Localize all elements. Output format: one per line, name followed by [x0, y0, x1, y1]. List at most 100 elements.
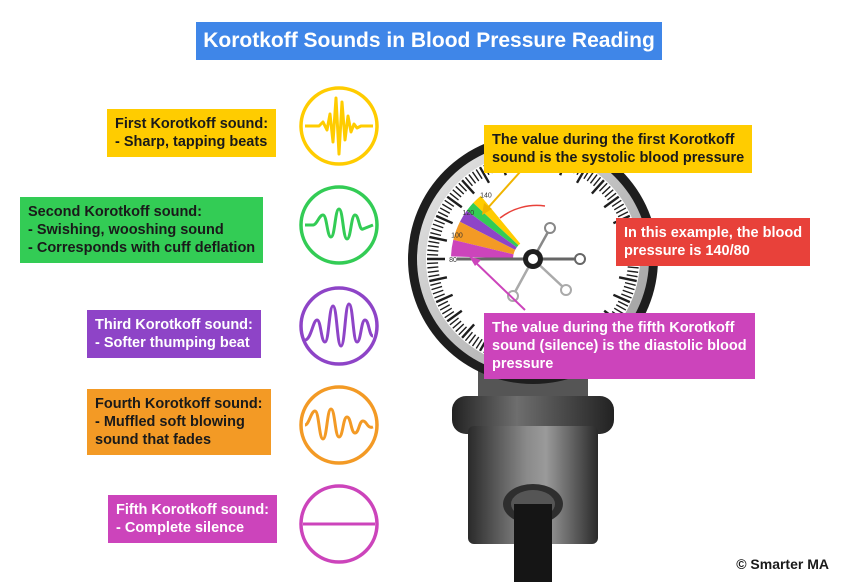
gauge-tick	[446, 309, 463, 323]
gauge-tick	[618, 276, 637, 283]
gauge-tick	[428, 274, 440, 278]
gauge-tick	[622, 289, 634, 295]
first-sound-label: First Korotkoff sound: - Sharp, tapping …	[107, 109, 277, 157]
gauge-tick	[455, 185, 465, 195]
gauge-tick-label: 140	[480, 192, 492, 199]
gauge-tick	[607, 192, 617, 201]
fourth-sound-waveform-icon	[299, 385, 379, 465]
gauge-tick	[427, 266, 439, 269]
gauge-tick	[432, 223, 444, 229]
third-sound-label: Third Korotkoff sound: - Softer thumping…	[87, 310, 261, 358]
gauge-tick	[612, 293, 631, 304]
example-callout: In this example, the blood pressure is 1…	[616, 218, 811, 266]
gauge-tick	[435, 214, 454, 225]
gauge-tick	[468, 174, 477, 184]
gauge-tick	[437, 211, 449, 218]
gauge-tick	[624, 281, 636, 287]
gauge-tick	[444, 199, 455, 208]
gauge-tick	[431, 227, 443, 233]
gauge-tick	[452, 189, 462, 198]
gauge-tick	[478, 166, 491, 184]
gauge-tick	[444, 310, 455, 319]
fifth-sound-waveform-icon	[299, 484, 379, 564]
gauge-tick-label: 120	[462, 210, 474, 217]
gauge-tick	[441, 203, 453, 211]
gauge-needles	[457, 222, 586, 302]
gauge-tick	[437, 300, 449, 307]
korotkoff-band-5	[451, 239, 514, 259]
gauge-tick	[429, 235, 448, 242]
gauge-tick	[627, 270, 639, 273]
gauge-tick	[427, 245, 439, 248]
gauge-tick	[471, 171, 480, 182]
gauge-tick	[593, 176, 602, 187]
gauge-tick	[461, 323, 476, 339]
gauge-tick	[586, 171, 595, 182]
gauge-tick	[604, 189, 614, 198]
gauge-tick	[621, 293, 632, 299]
systolic-callout: The value during the first Korotkoff sou…	[484, 125, 753, 173]
second-sound-label: Second Korotkoff sound: - Swishing, woos…	[20, 197, 264, 263]
systolic-arrow	[485, 171, 521, 211]
gauge-tick	[615, 304, 627, 311]
korotkoff-band-3	[459, 210, 517, 250]
korotkoff-band-2	[466, 202, 519, 248]
gauge-tick	[589, 174, 598, 184]
gauge-tick	[615, 207, 627, 214]
gauge-tick	[434, 293, 445, 299]
gauge-tick	[452, 320, 462, 329]
gauge-tick	[617, 211, 629, 218]
gauge-collar	[452, 396, 614, 434]
gauge-tick	[601, 185, 611, 195]
gauge-tick	[434, 219, 445, 225]
diastolic-callout: The value during the fifth Korotkoff sou…	[484, 313, 755, 379]
gauge-tick	[441, 307, 453, 315]
fourth-sound-label: Fourth Korotkoff sound: - Muffled soft b…	[87, 389, 271, 455]
gauge-tick	[611, 199, 622, 208]
gauge-tick	[429, 276, 448, 283]
second-sound-waveform-icon	[299, 185, 379, 265]
gauge-tick	[464, 331, 473, 342]
gauge-tick	[458, 326, 468, 336]
gauge-tick	[475, 338, 483, 349]
gauge-tick	[468, 334, 477, 344]
gauge-tick	[427, 249, 439, 252]
gauge-tick	[623, 285, 635, 291]
gauge-tick-label: 100	[451, 232, 463, 239]
gauge-tick	[471, 336, 480, 347]
gauge-tick	[590, 179, 605, 195]
gauge-tick	[626, 274, 638, 278]
gauge-tick	[439, 207, 451, 214]
gauge-tick	[430, 281, 442, 287]
korotkoff-band-4	[453, 221, 516, 255]
gauge-tick	[603, 195, 620, 209]
gauge-tick	[464, 176, 473, 187]
gauge-tick	[455, 323, 465, 333]
gauge-tick	[446, 195, 463, 209]
gauge-tick	[613, 203, 625, 211]
gauge-tick	[617, 300, 629, 307]
gauge-tick	[449, 192, 459, 201]
gauge-tick	[439, 304, 451, 311]
gauge-tube	[514, 504, 552, 582]
gauge-tick	[432, 289, 444, 295]
gauge-tick-label: 80	[449, 257, 457, 264]
gauge-tick	[449, 317, 459, 326]
gauge-tick	[428, 240, 440, 244]
gauge-tick	[598, 182, 608, 192]
gauge-tick-labels: 80 100 120 140	[449, 192, 492, 264]
gauge-tick	[461, 179, 476, 195]
gauge-tick	[613, 307, 625, 315]
gauge-tick	[435, 293, 454, 304]
gauge-tick	[430, 231, 442, 237]
gauge-tick	[475, 169, 483, 180]
page-title: Korotkoff Sounds in Blood Pressure Readi…	[196, 22, 662, 60]
gauge-tick	[427, 270, 439, 273]
gauge-tick	[627, 266, 639, 269]
credit-text: © Smarter MA	[736, 556, 829, 572]
gauge-tick	[431, 285, 443, 291]
third-sound-waveform-icon	[299, 286, 379, 366]
fifth-sound-label: Fifth Korotkoff sound: - Complete silenc…	[108, 495, 278, 543]
first-sound-waveform-icon	[299, 86, 379, 166]
